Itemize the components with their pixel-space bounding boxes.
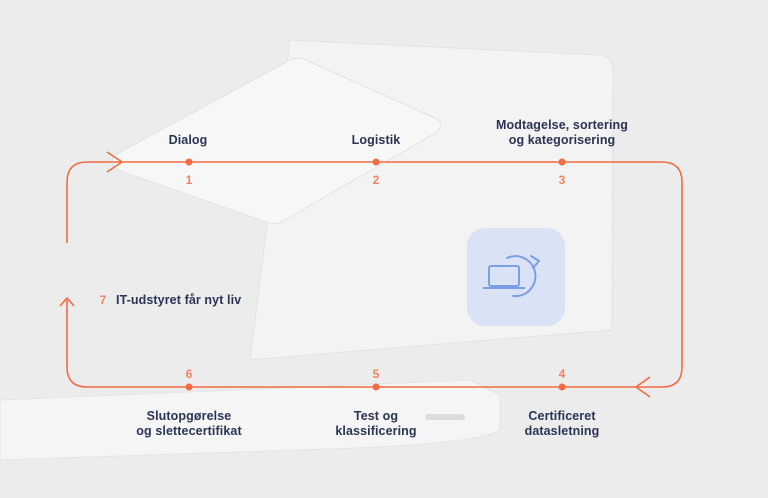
step-1-number: 1 (185, 173, 193, 187)
step-7-number: 7 (99, 293, 107, 307)
step-2-number: 2 (372, 173, 380, 187)
step-3-label: Modtagelse, sortering og kategorisering (496, 118, 628, 147)
step-5-label: Test og klassificering (335, 409, 417, 438)
step-dots (185, 158, 566, 391)
step-4-number: 4 (558, 367, 566, 381)
cycle-path (59, 151, 683, 398)
laptop-refresh-icon (467, 228, 565, 326)
step-3-dot (558, 158, 566, 166)
step-6-dot (185, 383, 193, 391)
step-1-dot (185, 158, 193, 166)
step-6-number: 6 (185, 367, 193, 381)
step-4-dot (558, 383, 566, 391)
step-5-dot (372, 383, 380, 391)
step-3-number: 3 (558, 173, 566, 187)
step-4-label: Certificeret datasletning (524, 409, 600, 438)
step-6-label: Slutopgørelse og slettecertifikat (136, 409, 242, 438)
step-1-label: Dialog (168, 133, 208, 147)
step-7-label: IT-udstyret får nyt liv (116, 293, 242, 307)
step-2-dot (372, 158, 380, 166)
step-5-number: 5 (372, 367, 380, 381)
step-2-label: Logistik (351, 133, 401, 147)
